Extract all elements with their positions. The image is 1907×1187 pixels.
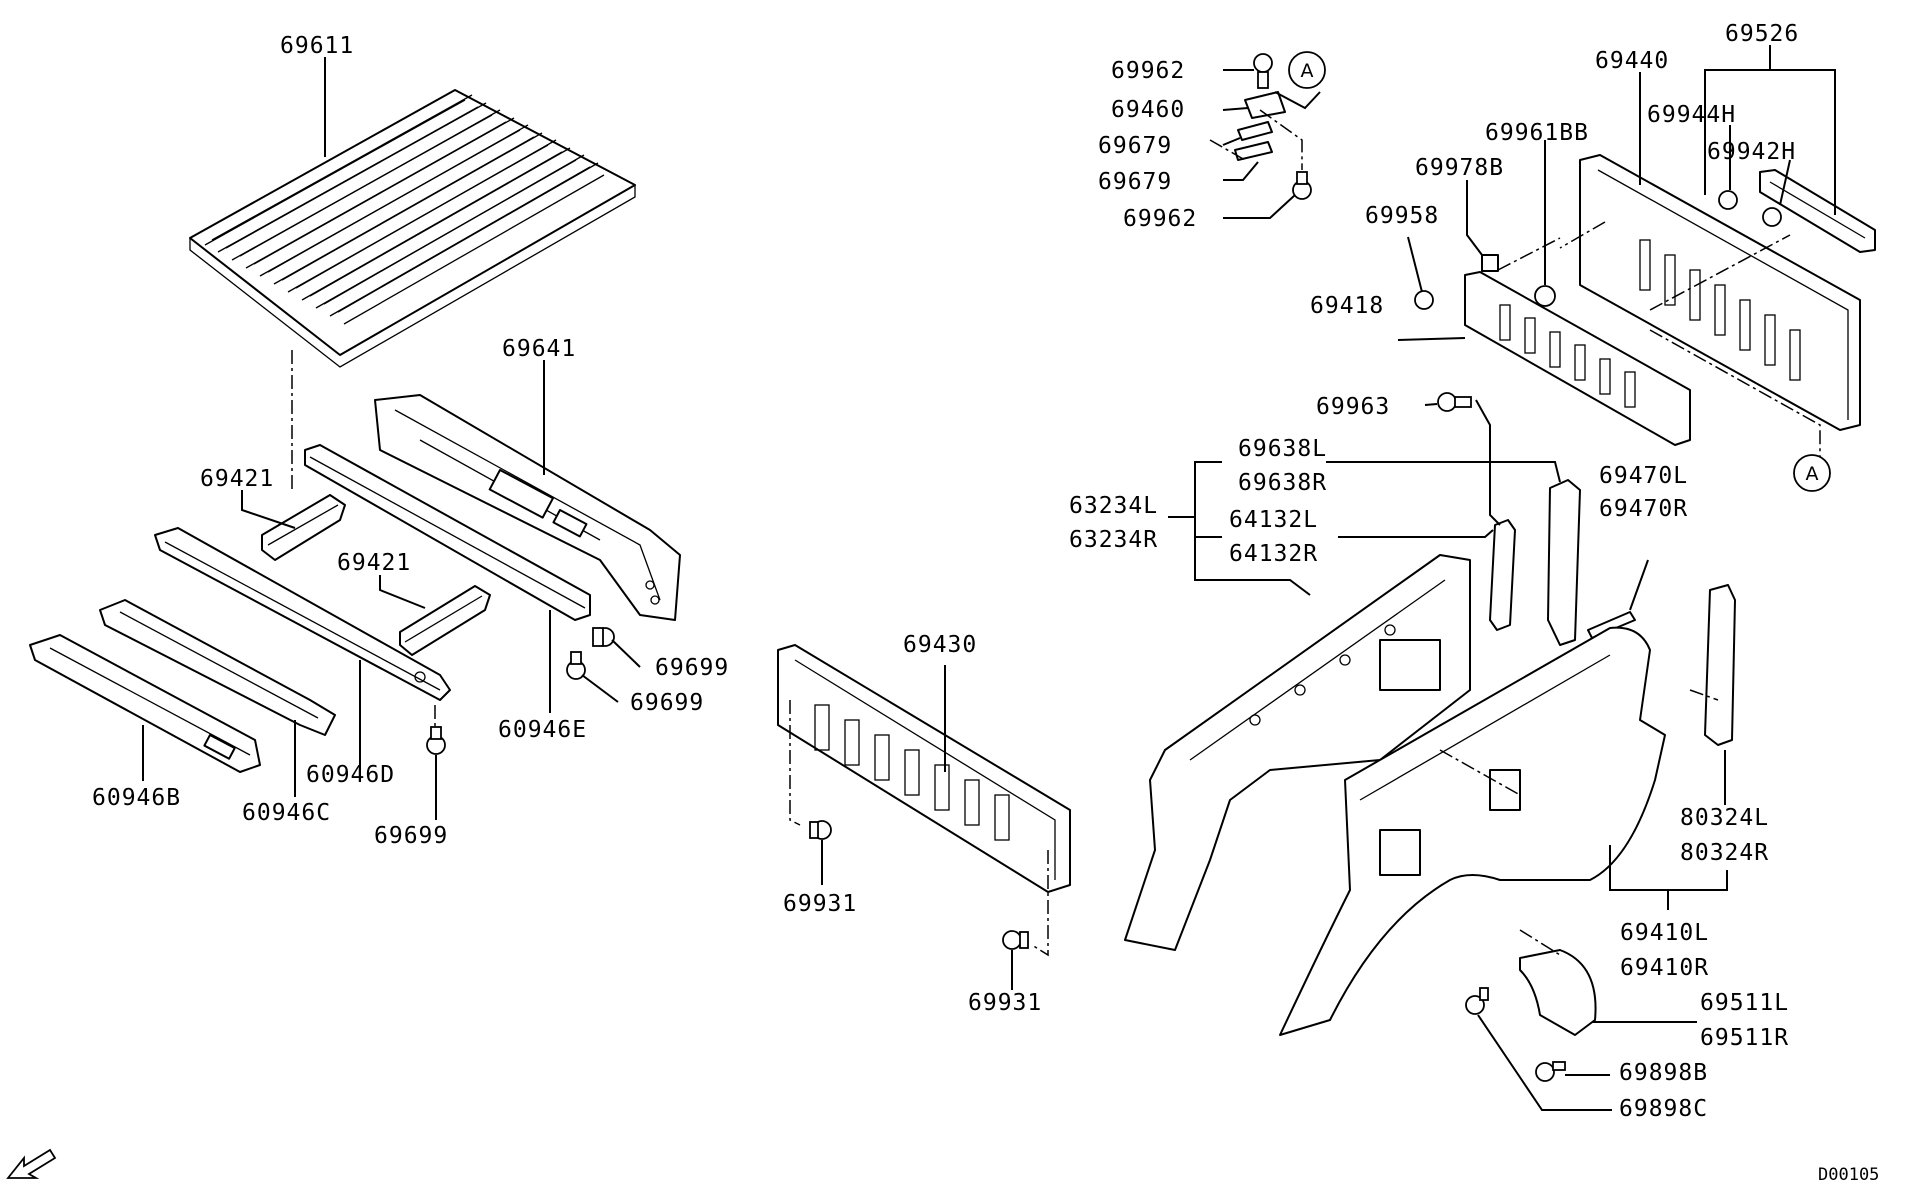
label-69418: 69418 xyxy=(1310,293,1384,319)
sill-60946D xyxy=(154,527,451,701)
reinforcement-69638 xyxy=(1547,479,1581,646)
label-60946E: 60946E xyxy=(498,717,587,743)
label-69470L: 69470L xyxy=(1599,463,1688,489)
label-69430: 69430 xyxy=(903,632,977,658)
label-69638R: 69638R xyxy=(1238,470,1327,496)
label-69963: 69963 xyxy=(1316,394,1390,420)
label-69931-b: 69931 xyxy=(968,990,1042,1016)
bolt-69931-a xyxy=(809,820,832,840)
label-69898B: 69898B xyxy=(1619,1060,1708,1086)
label-69611: 69611 xyxy=(280,33,354,59)
rear-sill-69641 xyxy=(374,394,681,621)
label-69470R: 69470R xyxy=(1599,496,1688,522)
bracket-80324 xyxy=(1704,584,1736,746)
bolt-69699-a xyxy=(592,627,615,647)
label-69942H: 69942H xyxy=(1707,139,1796,165)
label-69699-c: 69699 xyxy=(374,823,448,849)
label-69679-a: 69679 xyxy=(1098,133,1172,159)
label-69511R: 69511R xyxy=(1700,1025,1789,1051)
label-69526: 69526 xyxy=(1725,21,1799,47)
svg-text:A: A xyxy=(1301,60,1314,82)
label-69421-a: 69421 xyxy=(200,466,274,492)
crossmember-69421-b xyxy=(399,585,491,656)
reinforcement-64132 xyxy=(1489,519,1516,631)
leader-lines xyxy=(142,45,1836,1111)
label-80324L: 80324L xyxy=(1680,805,1769,831)
label-69962-bottom: 69962 xyxy=(1123,206,1197,232)
label-60946B: 60946B xyxy=(92,785,181,811)
label-69638L: 69638L xyxy=(1238,436,1327,462)
bed-floor-panel xyxy=(189,89,636,368)
label-64132L: 64132L xyxy=(1229,507,1318,533)
label-69679-b: 69679 xyxy=(1098,169,1172,195)
label-60946D: 60946D xyxy=(306,762,395,788)
bed-inner-panel xyxy=(1124,554,1471,951)
part-labels: 69611 69641 69421 69421 69699 69699 6969… xyxy=(92,21,1799,1122)
small-fasteners-tailgate xyxy=(1414,190,1782,310)
label-64132R: 64132R xyxy=(1229,541,1318,567)
crossmember-69421-a xyxy=(261,494,346,561)
callout-A-top: A xyxy=(1288,51,1326,89)
sill-60946C xyxy=(99,599,336,736)
reference-code: D00105 xyxy=(1818,1165,1879,1185)
label-69410L: 69410L xyxy=(1620,920,1709,946)
front-panel-69430 xyxy=(777,644,1071,893)
label-69931-a: 69931 xyxy=(783,891,857,917)
mudguard-69511 xyxy=(1519,949,1597,1036)
label-69699-b: 69699 xyxy=(630,690,704,716)
label-63234L: 63234L xyxy=(1069,493,1158,519)
label-69641: 69641 xyxy=(502,336,576,362)
screw-69898B xyxy=(1535,1061,1566,1082)
label-69961BB: 69961BB xyxy=(1485,120,1589,146)
bed-outer-panel-69410 xyxy=(1279,626,1666,1036)
screw-69898C xyxy=(1465,987,1489,1015)
label-60946C: 60946C xyxy=(242,800,331,826)
label-69440: 69440 xyxy=(1595,48,1669,74)
label-69958: 69958 xyxy=(1365,203,1439,229)
tailgate-69440 xyxy=(1579,154,1861,431)
assembly-center-lines xyxy=(291,109,1821,957)
tailgate-trim-69418 xyxy=(1464,271,1691,446)
sill-60946E xyxy=(304,444,591,621)
label-69460: 69460 xyxy=(1111,97,1185,123)
label-69511L: 69511L xyxy=(1700,990,1789,1016)
bracket-69470 xyxy=(1587,611,1636,639)
label-69962-top: 69962 xyxy=(1111,58,1185,84)
label-80324R: 80324R xyxy=(1680,840,1769,866)
label-69421-b: 69421 xyxy=(337,550,411,576)
label-69410R: 69410R xyxy=(1620,955,1709,981)
bolt-69963 xyxy=(1437,392,1472,412)
label-69944H: 69944H xyxy=(1647,102,1736,128)
label-63234R: 63234R xyxy=(1069,527,1158,553)
label-69699-a: 69699 xyxy=(655,655,729,681)
tailgate-hinge-hardware xyxy=(1234,53,1312,200)
bolt-69699-c xyxy=(426,726,446,755)
bolt-69699-b xyxy=(566,651,586,680)
callout-A-bottom: A xyxy=(1793,454,1831,492)
svg-text:A: A xyxy=(1806,463,1819,485)
sill-60946B xyxy=(29,634,261,773)
bolt-69931-b xyxy=(1002,930,1029,950)
label-69898C: 69898C xyxy=(1619,1096,1708,1122)
tailgate-handle-69526 xyxy=(1759,169,1876,253)
front-direction-arrow-icon xyxy=(6,1148,57,1179)
label-69978B: 69978B xyxy=(1415,155,1504,181)
